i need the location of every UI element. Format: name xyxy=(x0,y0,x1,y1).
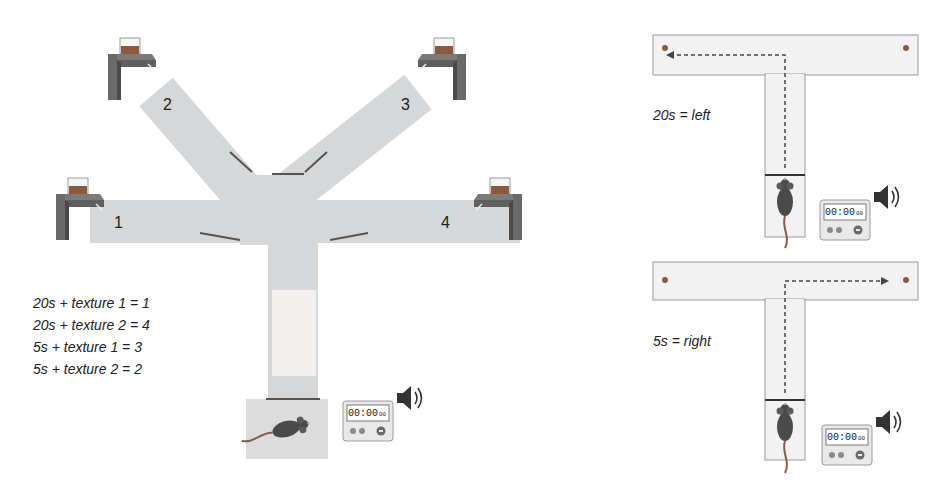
timer-display: 00:00 xyxy=(825,207,855,218)
timer-hundredths: 00 xyxy=(856,211,863,218)
rule-text: 5s + texture 2 = 2 xyxy=(33,362,142,377)
rule-text: 20s + texture 1 = 1 xyxy=(33,296,150,311)
arm-number: 2 xyxy=(163,96,172,114)
rule-text: 20s = left xyxy=(653,108,710,123)
timer-hundredths: 00 xyxy=(379,412,386,419)
arm-number: 3 xyxy=(401,96,410,114)
rule-text: 5s + texture 1 = 3 xyxy=(33,340,142,355)
timer-display: 00:00 xyxy=(348,408,378,419)
timer-display: 00:00 xyxy=(827,432,857,443)
arm-number: 1 xyxy=(114,214,123,232)
rule-text: 5s = right xyxy=(653,334,711,349)
rule-text: 20s + texture 2 = 4 xyxy=(33,318,150,333)
arm-number: 4 xyxy=(441,214,450,232)
timer-hundredths: 00 xyxy=(858,436,865,443)
